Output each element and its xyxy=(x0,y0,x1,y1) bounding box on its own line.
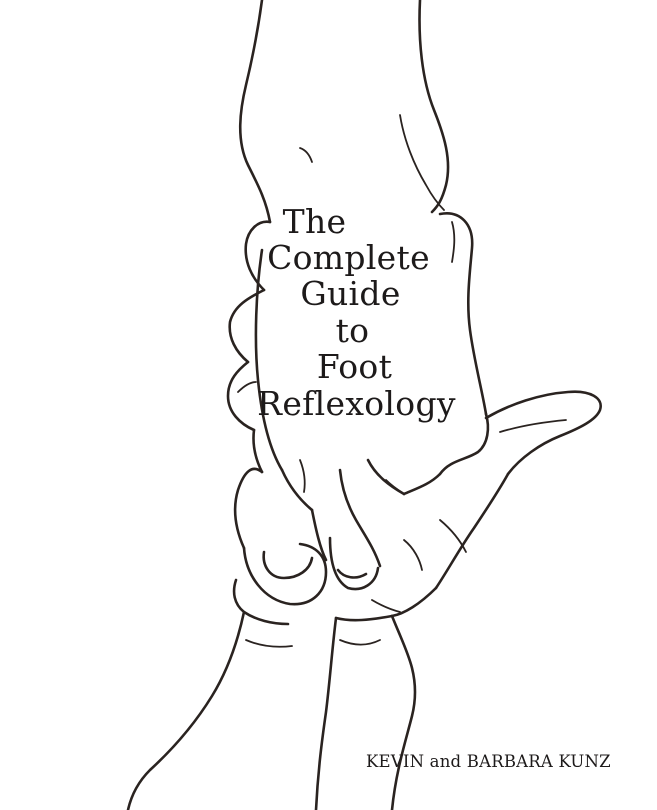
title-line-5: Foot xyxy=(316,347,393,386)
title-line-6: Reflexology xyxy=(257,384,456,423)
title-line-1: The xyxy=(282,202,347,241)
author-credit: KEVIN and BARBARA KUNZ xyxy=(366,752,611,771)
title-line-2: Complete xyxy=(267,238,430,277)
title-line-4: to xyxy=(335,311,370,350)
title-line-3: Guide xyxy=(300,274,401,313)
